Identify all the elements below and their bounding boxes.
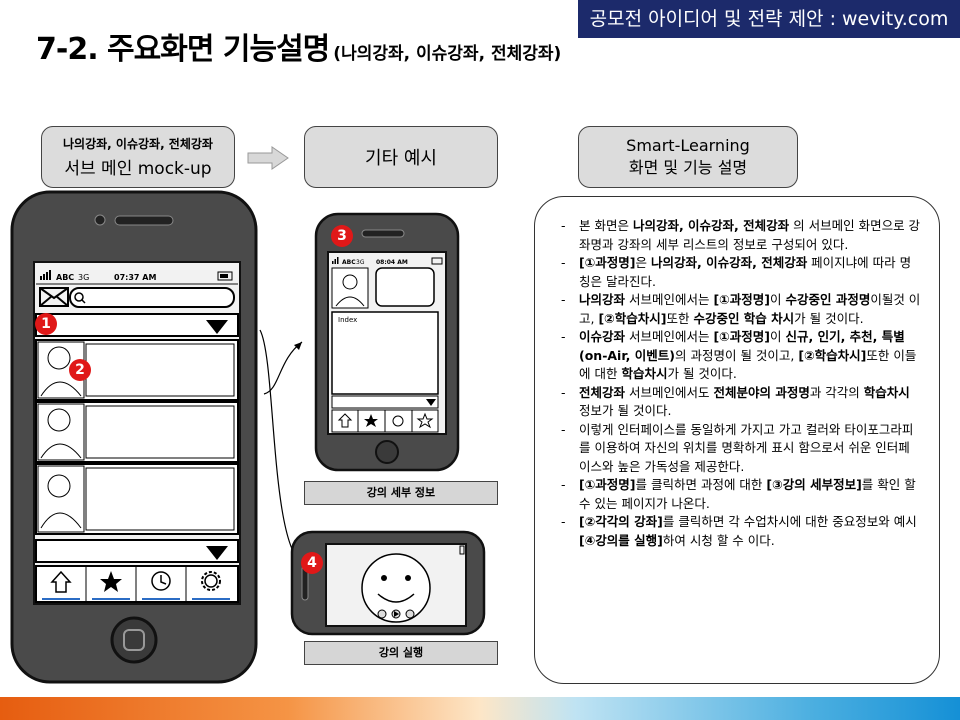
desc-item: 이슈강좌 서브메인에서는 [①과정명]이 신규, 인기, 추천, 특별(on-A…: [557, 328, 921, 384]
speaker-slot: [114, 215, 174, 226]
title-main: 7-2. 주요화면 기능설명: [36, 32, 330, 67]
smart-header-line1: Smart-Learning: [626, 136, 750, 155]
desc-item: 본 화면은 나의강좌, 이슈강좌, 전체강좌 의 서브메인 화면으로 강좌명과 …: [557, 217, 921, 254]
camera-icon: [94, 214, 106, 226]
desc-item: 나의강좌 서브메인에서는 [①과정명]이 수강중인 과정명이될것 이고, [②학…: [557, 291, 921, 328]
desc-item: 이렇게 인터페이스를 동일하게 가지고 가고 컬러와 타이포그라피를 이용하여 …: [557, 421, 921, 477]
search-input: [69, 287, 235, 308]
rewind-icon: [377, 609, 387, 619]
smart-learning-header: Smart-Learning 화면 및 기능 설명: [578, 126, 798, 188]
star-icon: [364, 414, 378, 427]
settings-icon: [204, 574, 218, 588]
examples-header: 기타 예시: [304, 126, 498, 188]
chevron-down-icon: [206, 320, 228, 334]
callout-badge-3: 3: [331, 225, 353, 247]
avatar: [37, 403, 85, 461]
play-caption: 강의 실행: [304, 641, 498, 665]
battery-icon: [217, 271, 233, 281]
description-panel: 본 화면은 나의강좌, 이슈강좌, 전체강좌 의 서브메인 화면으로 강좌명과 …: [534, 196, 940, 684]
right-arrow-icon: [247, 146, 289, 170]
page-title: 7-2. 주요화면 기능설명(나의강좌, 이슈강좌, 전체강좌): [36, 24, 561, 68]
chevron-down-icon: [206, 546, 228, 560]
desc-item: [②각각의 강좌]를 클릭하면 각 수업차시에 대한 중요정보와 예시 [④강의…: [557, 513, 921, 550]
phone-main: ABC 3G 07:37 AM: [10, 190, 258, 684]
phone-play: [290, 530, 486, 636]
smart-header-line2: 화면 및 기능 설명: [628, 158, 748, 177]
mail-icon: [39, 287, 69, 307]
video-face: [361, 553, 431, 623]
home-icon: [337, 413, 353, 428]
detail-caption: 강의 세부 정보: [304, 481, 498, 505]
index-label: Index: [338, 316, 357, 324]
speaker-slot: [361, 229, 405, 238]
clock-label: 07:37 AM: [114, 273, 156, 282]
footer-gradient-bar: [0, 697, 960, 720]
tab-bar: [35, 565, 239, 603]
carrier-label: ABC: [56, 273, 74, 282]
desc-item: [①과정명]를 클릭하면 과정에 대한 [③강의 세부정보]를 확인 할 수 있…: [557, 476, 921, 513]
home-icon: [50, 570, 72, 593]
callout-badge-1: 1: [35, 313, 57, 335]
history-icon: [392, 415, 404, 427]
star-outline-icon: [416, 412, 434, 429]
network-label: 3G: [78, 273, 89, 282]
home-button: [110, 616, 158, 664]
home-button: [375, 440, 399, 464]
phone-detail: ABC 3G 08:04 AM Index: [314, 212, 460, 472]
index-panel: [331, 311, 439, 395]
search-icon: [74, 292, 84, 302]
signal-icon: [332, 257, 339, 264]
mockup-header-line2: 서브 메인 mock-up: [64, 159, 212, 179]
avatar: [331, 267, 369, 309]
forward-icon: [405, 609, 415, 619]
chevron-down-icon: [426, 399, 436, 406]
mockup-header-line1: 나의강좌, 이슈강좌, 전체강좌: [63, 137, 213, 151]
mockup-header: 나의강좌, 이슈강좌, 전체강좌 서브 메인 mock-up: [41, 126, 235, 188]
lesson-list: [35, 339, 239, 535]
carrier-label: ABC: [342, 259, 356, 266]
secondary-dropdown: [35, 539, 239, 563]
title-subtitle: (나의강좌, 이슈강좌, 전체강좌): [333, 44, 562, 64]
callout-badge-4: 4: [301, 552, 323, 574]
clock-label: 08:04 AM: [376, 259, 408, 266]
battery-icon: [431, 257, 443, 265]
history-icon: [151, 571, 171, 591]
callout-badge-2: 2: [69, 359, 91, 381]
network-label: 3G: [356, 259, 365, 266]
desc-item: [①과정명]은 나의강좌, 이슈강좌, 전체강좌 페이지냐에 따라 명칭은 달라…: [557, 254, 921, 291]
course-dropdown: [35, 313, 239, 337]
battery-icon: [459, 545, 465, 555]
desc-item: 전체강좌 서브메인에서도 전체분야의 과정명과 각각의 학습차시 정보가 될 것…: [557, 384, 921, 421]
signal-icon: [40, 270, 51, 280]
brand-banner: 공모전 아이디어 및 전략 제안 : wevity.com: [578, 0, 960, 38]
star-icon: [100, 571, 122, 592]
detail-dropdown: [331, 395, 439, 409]
